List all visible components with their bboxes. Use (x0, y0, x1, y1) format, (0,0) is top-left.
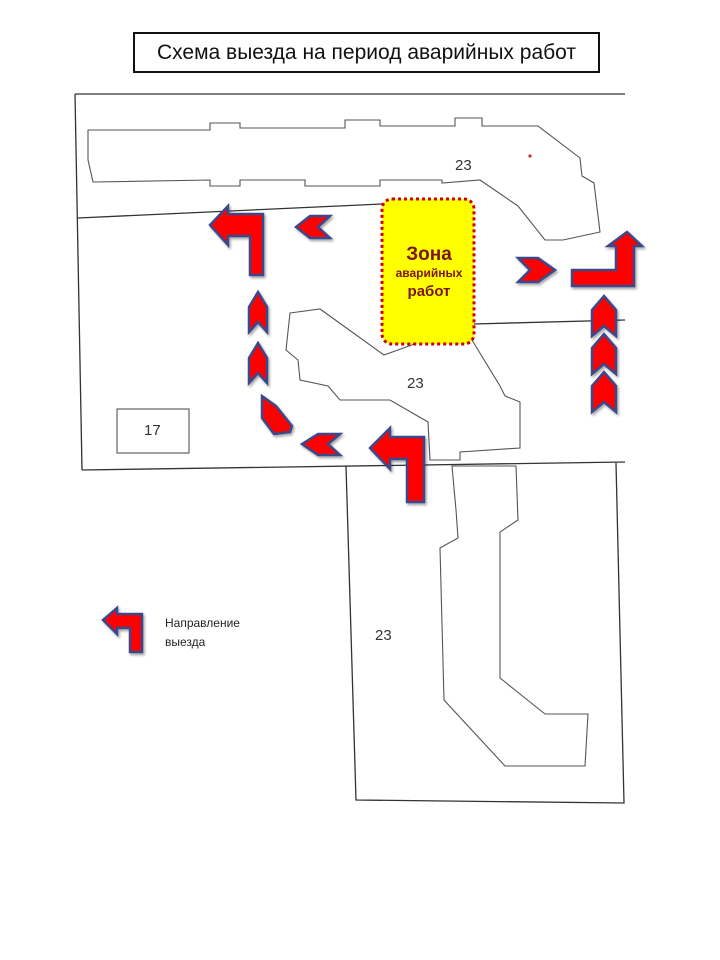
building-23-south-outline (439, 465, 589, 767)
exit-arrow-top-left-turn (208, 202, 265, 277)
middle-plot-line (77, 203, 383, 219)
plot-boundaries (74, 93, 626, 804)
map-title-text: Схема выезда на период аварийных работ (156, 40, 576, 64)
building-number-south: 23 (375, 627, 392, 644)
south-plot-boundary (345, 462, 625, 804)
building-number-17: 17 (144, 422, 161, 439)
emergency-zone-label: Зона аварийных работ (385, 202, 473, 342)
exit-chevron-east (514, 256, 558, 284)
lower-plot-line (81, 461, 626, 471)
exit-chevron-up-right-1 (590, 294, 618, 339)
building-number-north: 23 (455, 157, 472, 174)
exit-chevron-west-lower (299, 432, 344, 457)
building-17-outline (116, 408, 190, 454)
legend-line2: выезда (165, 635, 206, 649)
exit-chevron-up-2 (247, 340, 269, 387)
exit-chevron-up-right-2 (590, 332, 618, 377)
exit-chevron-up-1 (247, 289, 269, 336)
zone-label-line2: аварийных (395, 266, 463, 281)
exit-arrow-bottom-turn (368, 424, 426, 504)
exit-arrow-right-turn (570, 230, 646, 288)
exit-arrows (101, 202, 646, 654)
exit-chevron-up-right-3 (590, 370, 618, 415)
map-title: Схема выезда на период аварийных работ (133, 32, 600, 73)
exit-chevron-diagonal (260, 393, 294, 436)
building-23-north-outline (87, 117, 601, 241)
legend-line1: Направление (165, 616, 240, 630)
emergency-zone-box (380, 197, 476, 346)
zone-label-line1: Зона (406, 243, 452, 265)
building-number-middle: 23 (407, 375, 424, 392)
exit-chevron-west (293, 214, 334, 240)
zone-label-line3: работ (407, 283, 451, 301)
scan-marks (528, 154, 532, 158)
legend: Направление выезда (165, 614, 275, 652)
exit-direction-arrow-icon (101, 605, 144, 654)
left-plot-boundary (74, 93, 83, 471)
